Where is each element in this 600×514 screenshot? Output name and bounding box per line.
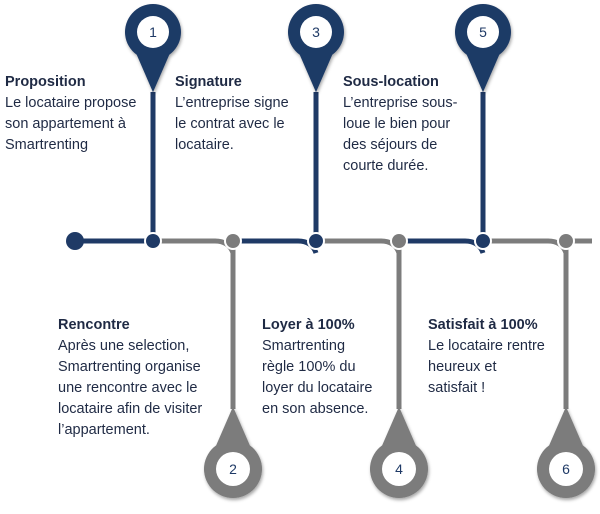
node-step-5 [476,234,490,248]
timeline-start-dot [66,232,84,250]
pin-number-step-3: 3 [312,24,320,40]
step-4-title: Loyer à 100% [262,317,355,333]
pin-inner-step-6 [549,452,583,486]
pin-number-step-4: 4 [395,461,403,477]
step-2-description: Après une selection, Smartrenting organi… [58,338,203,438]
step-5-text: Sous-location L’entreprise sous- loue le… [343,72,457,177]
pin-inner-step-4 [382,452,416,486]
step-2-text: Rencontre Après une selection, Smartrent… [58,315,202,441]
pin-inner-step-5 [467,16,499,48]
step-2-title: Rencontre [58,317,130,333]
step-5-title: Sous-location [343,74,439,90]
pin-inner-step-1 [137,16,169,48]
node-step-2 [226,234,240,248]
pin-number-step-2: 2 [229,461,237,477]
node-step-1 [146,234,160,248]
step-5-description: L’entreprise sous- loue le bien pour des… [343,95,458,174]
node-step-6 [559,234,573,248]
step-3-description: L’entreprise signe le contrat avec le lo… [175,95,289,153]
step-1-text: Proposition Le locataire propose son app… [5,72,136,156]
pin-number-step-6: 6 [562,461,570,477]
pin-inner-step-2 [216,452,250,486]
step-1-description: Le locataire propose son appartement à S… [5,95,137,153]
step-6-text: Satisfait à 100% Le locataire rentre heu… [428,315,545,399]
step-4-text: Loyer à 100% Smartrenting règle 100% du … [262,315,372,420]
pin-number-step-1: 1 [149,24,157,40]
step-4-description: Smartrenting règle 100% du loyer du loca… [262,338,373,417]
step-1-title: Proposition [5,74,86,90]
step-6-title: Satisfait à 100% [428,317,538,333]
step-3-text: Signature L’entreprise signe le contrat … [175,72,289,156]
pin-number-step-5: 5 [479,24,487,40]
node-step-4 [392,234,406,248]
node-step-3 [309,234,323,248]
pin-inner-step-3 [300,16,332,48]
step-6-description: Le locataire rentre heureux et satisfait… [428,338,545,396]
step-3-title: Signature [175,74,242,90]
